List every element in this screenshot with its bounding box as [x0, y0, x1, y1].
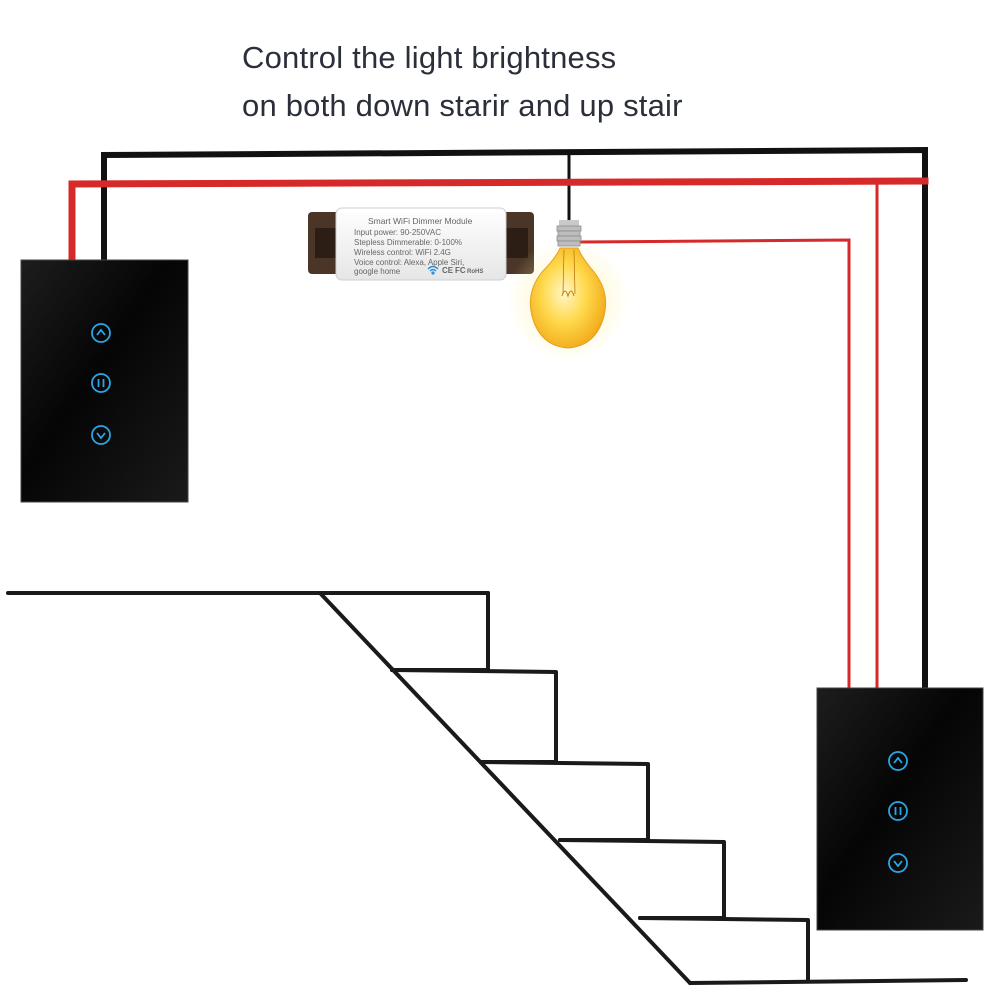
light-bulb-icon — [506, 220, 630, 362]
stair-stringer — [318, 591, 692, 985]
neutral-wires — [101, 146, 928, 691]
step-5 — [638, 916, 810, 982]
ground-floor-line — [688, 978, 968, 985]
chevron-down-icon[interactable] — [888, 853, 908, 873]
heading-line-1: Control the light brightness — [242, 40, 617, 75]
pause-icon[interactable] — [888, 801, 908, 821]
module-spec-5: google home — [354, 267, 401, 276]
module-title: Smart WiFi Dimmer Module — [368, 216, 473, 226]
rohs-mark: RoHS — [467, 269, 483, 275]
module-body — [335, 207, 507, 281]
switch-panel-upstair[interactable] — [816, 687, 984, 931]
step-3 — [480, 760, 650, 842]
step-4 — [558, 838, 726, 920]
fc-mark: FC — [455, 266, 466, 275]
module-spec-3: Wireless control: WiFi 2.4G — [354, 248, 451, 257]
chevron-up-icon[interactable] — [91, 323, 111, 343]
live-wires — [68, 177, 929, 690]
chevron-down-icon[interactable] — [91, 425, 111, 445]
red-wire-bulb-return — [578, 238, 851, 690]
wifi-icon — [427, 265, 439, 275]
heading-line-2: on both down starir and up stair — [242, 88, 683, 123]
step-1 — [390, 591, 490, 672]
pause-icon[interactable] — [91, 373, 111, 393]
module-spec-2: Stepless Dimmerable: 0-100% — [354, 238, 462, 247]
dimmer-module: Smart WiFi Dimmer Module Input power: 90… — [308, 207, 534, 281]
module-spec-4: Voice control: Alexa, Apple Siri, — [354, 258, 464, 267]
module-spec-1: Input power: 90-250VAC — [354, 228, 441, 237]
staircase — [6, 591, 968, 985]
switch-panel-downstair[interactable] — [20, 259, 189, 503]
ce-mark: CE — [442, 266, 454, 275]
red-wire-main — [68, 177, 929, 266]
step-2 — [390, 668, 558, 764]
black-wire-top — [101, 146, 928, 691]
chevron-up-icon[interactable] — [888, 751, 908, 771]
